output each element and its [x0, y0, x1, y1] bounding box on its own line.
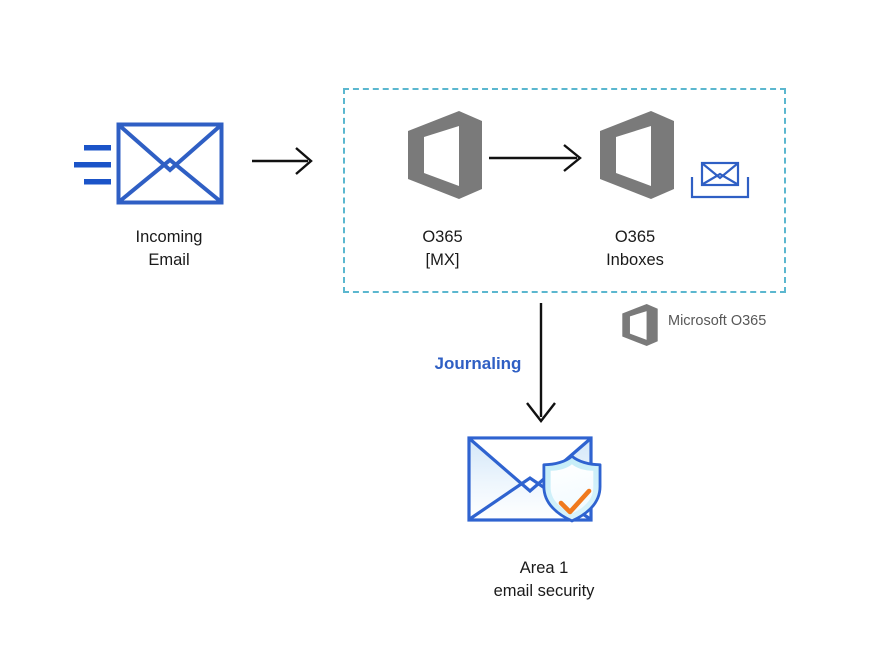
- o365-mx-label: O365 [MX]: [422, 228, 463, 269]
- arrow-right-icon: [252, 143, 314, 179]
- envelope-icon: [74, 118, 224, 210]
- o365-inboxes-label: O365 Inboxes: [606, 228, 664, 269]
- legend-label: Microsoft O365: [668, 313, 767, 329]
- office365-icon: [406, 109, 484, 201]
- journaling-label: Journaling: [434, 354, 522, 373]
- arrow-right-icon: [489, 140, 583, 176]
- o365-boundary-region: [343, 88, 786, 293]
- arrow-down-icon: [524, 303, 558, 425]
- office365-icon: [620, 303, 660, 347]
- office365-icon: [598, 109, 676, 201]
- inbox-envelope-icon: [690, 159, 750, 201]
- area1-label: Area 1 email security: [493, 559, 595, 600]
- shielded-envelope-icon: [466, 432, 626, 542]
- incoming-email-label: Incoming Email: [135, 228, 203, 269]
